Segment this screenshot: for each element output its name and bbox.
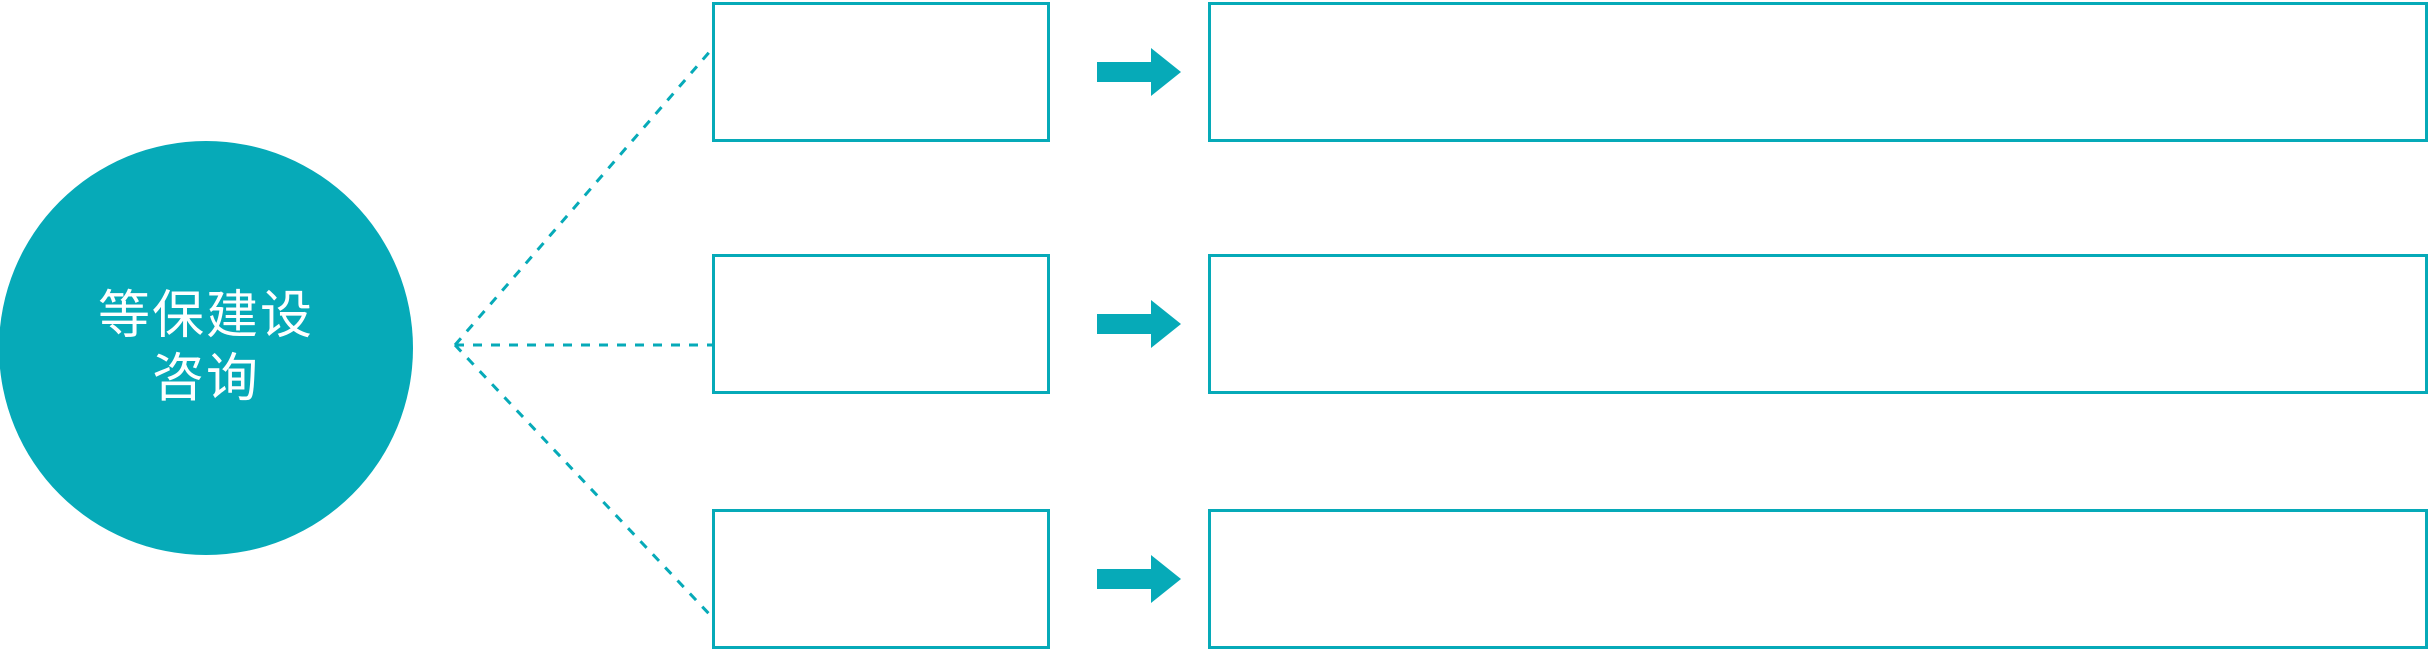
process-row-3: [0, 509, 2434, 652]
process-row-1: [0, 2, 2434, 145]
stage-box-3[interactable]: [712, 509, 1050, 649]
detail-box-3[interactable]: [1208, 509, 2428, 649]
detail-box-2[interactable]: [1208, 254, 2428, 394]
hub-label-line-2: 咨询: [151, 349, 260, 409]
process-row-2: [0, 254, 2434, 397]
detail-box-1[interactable]: [1208, 2, 2428, 142]
right-arrow-icon-1: [1097, 48, 1181, 96]
right-arrow-icon-3: [1097, 555, 1181, 603]
hub-label-line-1: 等保建设: [97, 285, 314, 346]
stage-box-2[interactable]: [712, 254, 1050, 394]
right-arrow-icon-2: [1097, 300, 1181, 348]
hub-circle[interactable]: 等保建设 咨询: [0, 141, 413, 555]
stage-box-1[interactable]: [712, 2, 1050, 142]
